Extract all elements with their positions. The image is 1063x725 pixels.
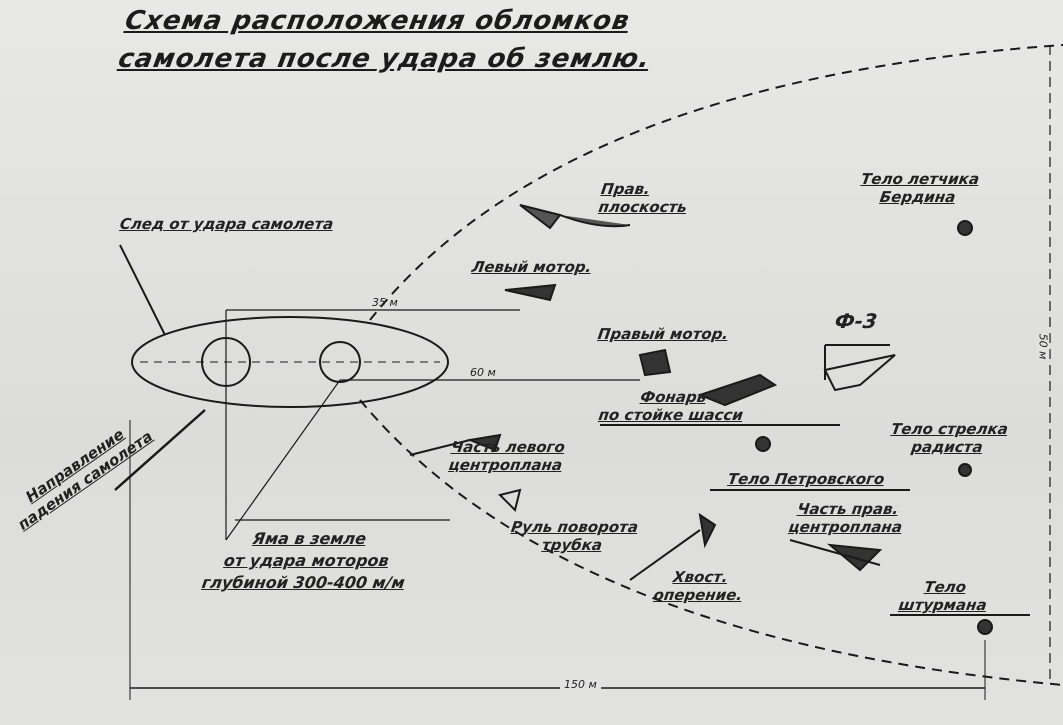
label-line: радиста (910, 438, 984, 456)
title-line-1: Схема расположения обломков (122, 6, 633, 36)
f3-debris (823, 354, 896, 392)
label-left-engine: Левый мотор. (470, 258, 593, 276)
label-petrovsky-body: Тело Петровского (726, 470, 886, 488)
dimension-35m: 35 м (372, 296, 398, 309)
body-marker-pilot (957, 220, 973, 236)
left-center-section-debris (466, 433, 502, 452)
label-line: Тело стрелка (890, 420, 1010, 438)
label-line: штурмана (897, 596, 989, 614)
debris-boundary-curve-lower (359, 399, 1063, 686)
dimension-50m: 50 м (1036, 333, 1050, 360)
label-line: от удара моторов (222, 551, 391, 570)
label-impact-trace: След от удара самолета (118, 215, 335, 233)
body-marker-petrovsky (755, 436, 771, 452)
dimension-60m: 60 м (470, 366, 496, 379)
diagram-title: Схема расположения обломков самолета пос… (115, 2, 660, 78)
dimension-150m: 150 м (560, 678, 601, 691)
debris-boundary-curve (369, 44, 1063, 321)
label-line: Фонарь (639, 388, 708, 406)
right-engine-debris (638, 348, 672, 377)
engine-pit-right (319, 341, 361, 383)
left-engine-debris (504, 283, 557, 302)
label-line: центроплана (787, 518, 904, 536)
impact-trace-ellipse (131, 316, 449, 408)
label-line: Бердина (878, 188, 957, 206)
label-line: по стойке шасси (597, 406, 745, 424)
tail-debris (698, 512, 717, 549)
label-line: Яма в земле (251, 529, 368, 548)
label-line: плоскость (597, 198, 689, 216)
label-engine-pit: Яма в земле от удара моторов глубиной 300-… (200, 528, 412, 594)
label-line: оперение. (652, 586, 744, 604)
label-line: Часть прав. (796, 500, 900, 518)
label-line: Часть левого (450, 438, 567, 456)
label-line: Руль поворота (510, 518, 640, 536)
body-marker-navigator (977, 619, 993, 635)
label-line: глубиной 300-400 м/м (200, 573, 407, 592)
label-f3: Ф-3 (833, 309, 879, 333)
label-right-wing: Прав.плоскость (597, 180, 690, 216)
title-line-2: самолета после удара об землю. (116, 44, 653, 74)
right-wing-debris (519, 204, 631, 230)
label-right-center-section: Часть прав.центроплана (787, 500, 905, 536)
label-line: трубка (540, 536, 604, 554)
label-right-engine: Правый мотор. (596, 325, 730, 343)
canopy-debris (697, 373, 778, 407)
label-line: Хвост. (671, 568, 730, 586)
rudder-debris (498, 488, 522, 512)
label-line: Прав. (600, 180, 652, 198)
label-line: центроплана (447, 456, 564, 474)
label-tail: Хвост.оперение. (652, 568, 746, 604)
label-line: Тело (923, 578, 968, 596)
body-marker-gunner (958, 463, 972, 477)
label-line: Тело летчика (860, 170, 981, 188)
